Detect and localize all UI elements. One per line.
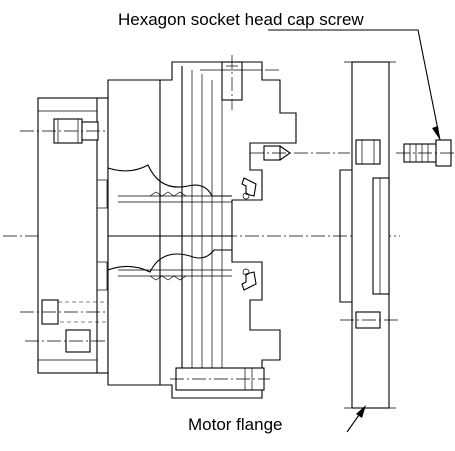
screw-label: Hexagon socket head cap screw <box>118 10 364 29</box>
leader-lines <box>268 29 441 433</box>
motor-flange <box>339 61 400 409</box>
cap-screw <box>396 139 455 167</box>
rear-plate <box>20 97 120 374</box>
flange-label: Motor flange <box>188 415 283 434</box>
chuck-body <box>96 55 350 399</box>
